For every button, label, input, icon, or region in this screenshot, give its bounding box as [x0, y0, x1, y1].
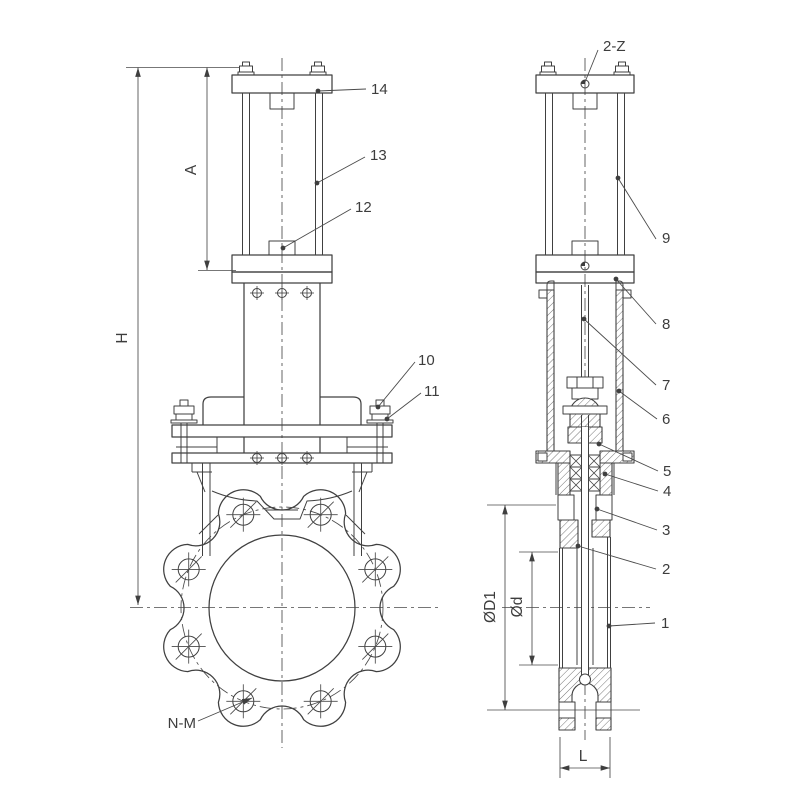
- callout-2Z: 2-Z: [584, 38, 626, 83]
- front-view: [130, 58, 438, 748]
- part-label-2: 2: [662, 561, 670, 578]
- tube-hook-right: [615, 280, 624, 290]
- callout-12: 12: [280, 199, 372, 251]
- callout-7: 7: [581, 316, 670, 394]
- callout-1: 1: [606, 615, 669, 632]
- callout-10: 10: [375, 352, 435, 410]
- dim-d: Ød: [509, 551, 558, 666]
- callout-6: 6: [616, 388, 670, 428]
- callout-14: 14: [315, 81, 388, 98]
- callout-13: 13: [314, 147, 387, 186]
- support-screws-top: [250, 286, 314, 300]
- side-yoke: [535, 61, 635, 284]
- side-yoke-bolt-left: [539, 61, 557, 76]
- stem-nut: [566, 376, 604, 389]
- tie-rods: [242, 93, 323, 255]
- dim-label-H: H: [114, 332, 131, 343]
- callout-11: 11: [384, 383, 440, 422]
- flange-top-pocket: [211, 490, 353, 520]
- body-section: [555, 463, 615, 731]
- callout-9: 9: [615, 175, 670, 247]
- gland-bolt-left: [170, 399, 198, 463]
- dim-label-D1: ØD1: [482, 591, 499, 623]
- clevis-pin: [562, 405, 608, 415]
- part-label-13: 13: [370, 147, 387, 164]
- dim-L: L: [559, 737, 611, 778]
- dim-H: H: [114, 67, 240, 605]
- note-label-2Z: 2-Z: [603, 38, 626, 55]
- part-label-9: 9: [662, 230, 670, 247]
- tapped-hole-top: [580, 79, 590, 89]
- dim-label-L: L: [579, 748, 588, 765]
- gate-bottom-bead: [579, 673, 591, 686]
- dim-label-d: Ød: [509, 597, 526, 618]
- callout-4: 4: [602, 471, 671, 500]
- part-label-4: 4: [663, 483, 671, 500]
- tube-wall-left: [546, 289, 555, 452]
- gland-screws: [250, 451, 314, 465]
- tube-wall-right: [615, 289, 624, 452]
- part-label-14: 14: [371, 81, 388, 98]
- bonnet-neck: [191, 463, 373, 493]
- part-label-10: 10: [418, 352, 435, 369]
- dimensions: H A ØD1 Ød L: [114, 67, 640, 778]
- side-tie-rods: [545, 93, 625, 255]
- callout-3: 3: [594, 506, 670, 539]
- bonnet-shoulder-left: [202, 396, 244, 425]
- part-label-8: 8: [662, 316, 670, 333]
- part-label-1: 1: [661, 615, 669, 632]
- bore-circle: [208, 534, 356, 682]
- part-label-7: 7: [662, 377, 670, 394]
- gate-knife: [579, 415, 591, 686]
- support-column: [243, 283, 321, 453]
- part-label-12: 12: [355, 199, 372, 216]
- body-walls: [559, 537, 611, 668]
- callout-5: 5: [596, 441, 671, 480]
- yoke-bolt-right: [309, 61, 327, 76]
- gate-guard-legs: [198, 463, 366, 556]
- part-label-11: 11: [424, 383, 440, 400]
- tube-hook-left: [546, 280, 555, 290]
- tube-lug-left: [538, 289, 548, 299]
- note-label-NM: N-M: [168, 715, 196, 732]
- bonnet-shoulder-right: [320, 396, 362, 425]
- stem-guide-top: [269, 92, 295, 110]
- yoke-bolt-left: [237, 61, 255, 76]
- flange-bolt-holes: [171, 497, 393, 719]
- tapped-hole-bottom: [580, 261, 590, 271]
- part-label-3: 3: [662, 522, 670, 539]
- gland-flange: [171, 424, 393, 438]
- dim-label-A: A: [183, 164, 200, 175]
- front-gland: [170, 396, 394, 556]
- part-label-5: 5: [663, 463, 671, 480]
- front-yoke: [231, 61, 333, 453]
- front-flange: [163, 489, 401, 727]
- bolt-circle-centerline: [180, 506, 384, 710]
- dim-D1: ØD1: [482, 504, 640, 711]
- side-view: [502, 58, 650, 740]
- dim-A: A: [183, 67, 236, 271]
- callout-8: 8: [613, 276, 670, 333]
- callout-NM: N-M: [168, 697, 253, 732]
- side-yoke-bolt-right: [613, 61, 631, 76]
- tube-lug-right: [622, 289, 632, 299]
- part-label-6: 6: [662, 411, 670, 428]
- callout-2: 2: [575, 543, 670, 578]
- part-callouts: 14 13 12 10 11 2-Z 9 8: [168, 38, 672, 732]
